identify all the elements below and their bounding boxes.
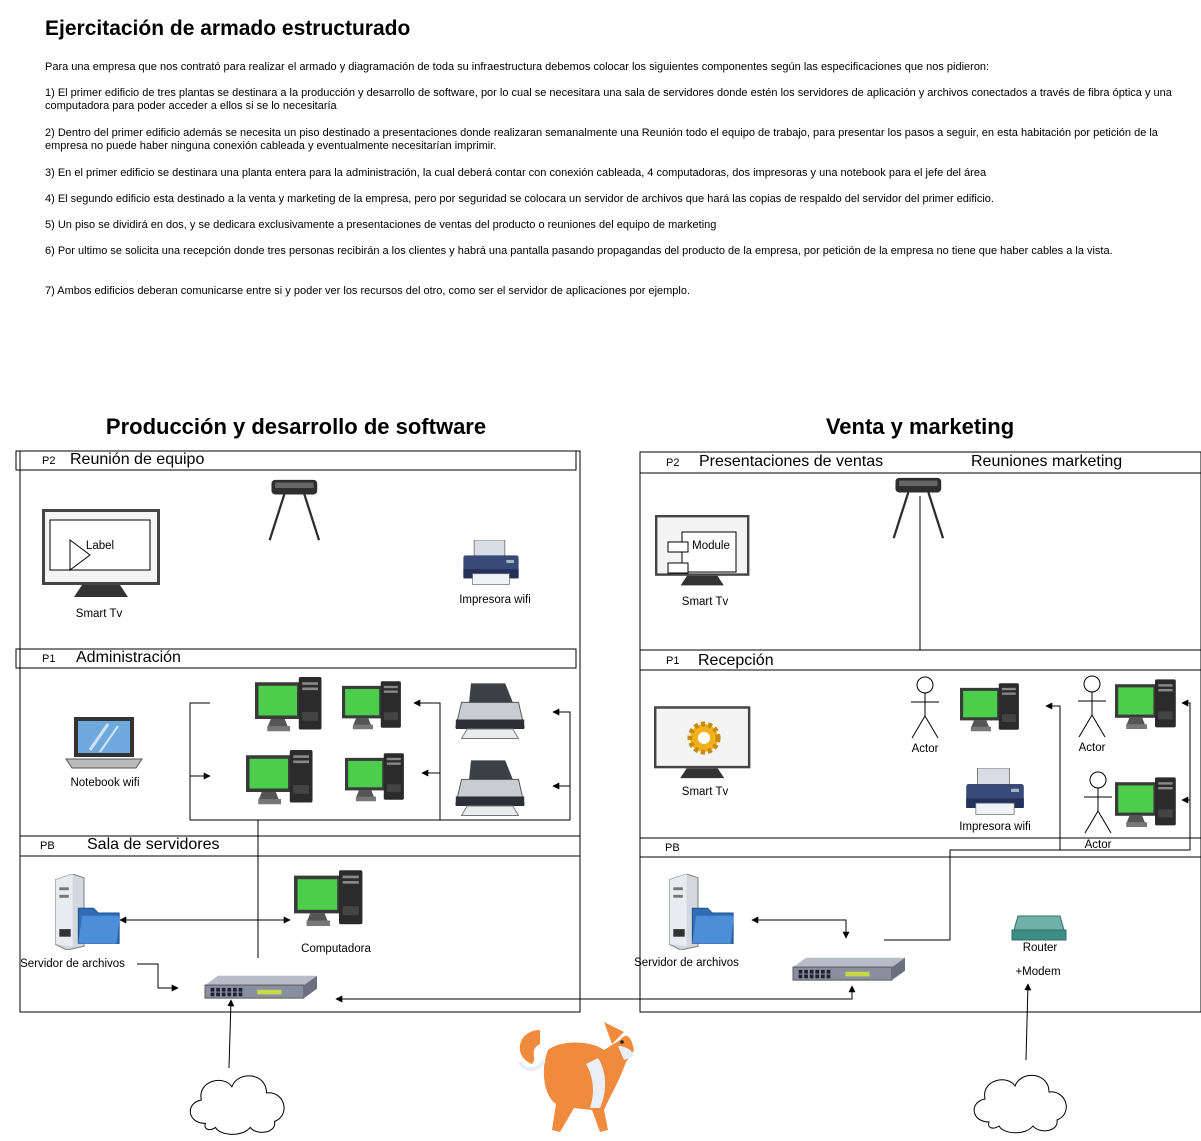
admin-cabling	[189, 699, 571, 958]
tv-screen-label-box	[49, 519, 151, 571]
actor-label: Actor	[911, 743, 939, 755]
floor-name-recepcion: Recepción	[698, 652, 774, 669]
smart-tv-label: Smart Tv	[681, 596, 729, 608]
desktop-computer-icon	[1115, 777, 1176, 827]
printer-icon	[463, 540, 519, 585]
building-2-frame	[639, 451, 1201, 1013]
building-1-title: Producción y desarrollo de software	[105, 414, 487, 439]
printer-icon	[455, 682, 525, 739]
desktop-computer-icon	[960, 683, 1019, 732]
desktop-computer-icon	[1115, 679, 1176, 729]
smart-tv-label: Smart Tv	[75, 608, 123, 620]
floor-name-presentaciones: Presentaciones de ventas	[699, 453, 884, 470]
building-2-title: Venta y marketing	[825, 414, 1015, 439]
floor-name-reunion: Reunión de equipo	[70, 451, 205, 468]
projector-icon	[892, 476, 945, 540]
play-triangle-icon	[69, 539, 91, 571]
reception-cabling	[884, 699, 1191, 941]
server-room-cabling	[119, 916, 291, 1069]
desktop-computer-icon	[246, 750, 313, 805]
server-icon	[669, 874, 735, 950]
page-title: Ejercitación de armado estructurado	[45, 17, 411, 40]
module-text: Module	[692, 540, 730, 552]
floor-code-p2: P2	[42, 455, 56, 467]
smart-tv-label: Smart Tv	[681, 786, 729, 798]
floor-name-reuniones-marketing: Reuniones marketing	[971, 453, 1123, 470]
server-label: Servidor de archivos	[634, 957, 739, 969]
floor-code-p2: P2	[666, 457, 680, 469]
requirement-6: 6) Por ultimo se solicita una recepción …	[45, 245, 1113, 257]
actor-icon	[910, 676, 940, 739]
module-port	[667, 541, 689, 553]
dog-icon	[518, 1022, 634, 1132]
requirement-7: 7) Ambos edificios deberan comunicarse e…	[45, 285, 691, 297]
printer-label: Impresora wifi	[959, 821, 1031, 833]
gear-icon	[687, 721, 721, 755]
floor-code-p1: P1	[42, 653, 56, 665]
server-label: Servidor de archivos	[20, 958, 125, 970]
desktop-computer-icon	[342, 681, 401, 730]
notebook-icon	[65, 717, 143, 769]
switch-icon	[204, 975, 318, 999]
floor-code-pb: PB	[665, 842, 680, 854]
notebook-label: Notebook wifi	[70, 777, 140, 789]
actor-label: Actor	[1078, 742, 1106, 754]
router-label: Router	[1022, 942, 1058, 954]
building-1-frame	[15, 450, 581, 1013]
desktop-computer-icon	[345, 753, 404, 802]
actor-label: Actor	[1084, 839, 1112, 851]
computer-label: Computadora	[301, 943, 371, 955]
intro-paragraph: Para una empresa que nos contrató para r…	[45, 61, 990, 73]
desktop-computer-icon	[294, 870, 363, 926]
switch-icon	[792, 957, 906, 981]
requirement-2: 2) Dentro del primer edificio además se …	[45, 127, 1158, 152]
module-port	[667, 562, 689, 574]
modem-label: +Modem	[1015, 966, 1061, 978]
projector-icon	[268, 478, 321, 542]
requirement-3: 3) En el primer edificio se destinara un…	[45, 167, 987, 179]
printer-icon	[455, 759, 525, 816]
actor-icon	[1083, 771, 1113, 834]
printer-label: Impresora wifi	[459, 594, 531, 606]
requirement-4: 4) El segundo edificio esta destinado a …	[45, 193, 994, 205]
printer-icon	[965, 768, 1025, 815]
floor-code-pb: PB	[40, 840, 55, 852]
cloud-icon	[189, 1075, 285, 1135]
server-icon	[55, 874, 121, 950]
desktop-computer-icon	[255, 677, 322, 732]
floor-name-sala-servidores: Sala de servidores	[87, 836, 220, 853]
cloud-icon	[973, 1074, 1067, 1134]
requirement-1: 1) El primer edificio de tres plantas se…	[45, 87, 1172, 112]
floor-name-administracion: Administración	[76, 649, 181, 666]
tv-screen-text: Label	[85, 540, 115, 552]
module-box	[681, 531, 737, 573]
actor-icon	[1077, 675, 1107, 738]
requirement-5: 5) Un piso se dividirá en dos, y se dedi…	[45, 219, 717, 231]
router-icon	[1011, 915, 1067, 941]
floor-code-p1: P1	[666, 655, 680, 667]
b2-server-cabling	[335, 916, 1032, 1061]
